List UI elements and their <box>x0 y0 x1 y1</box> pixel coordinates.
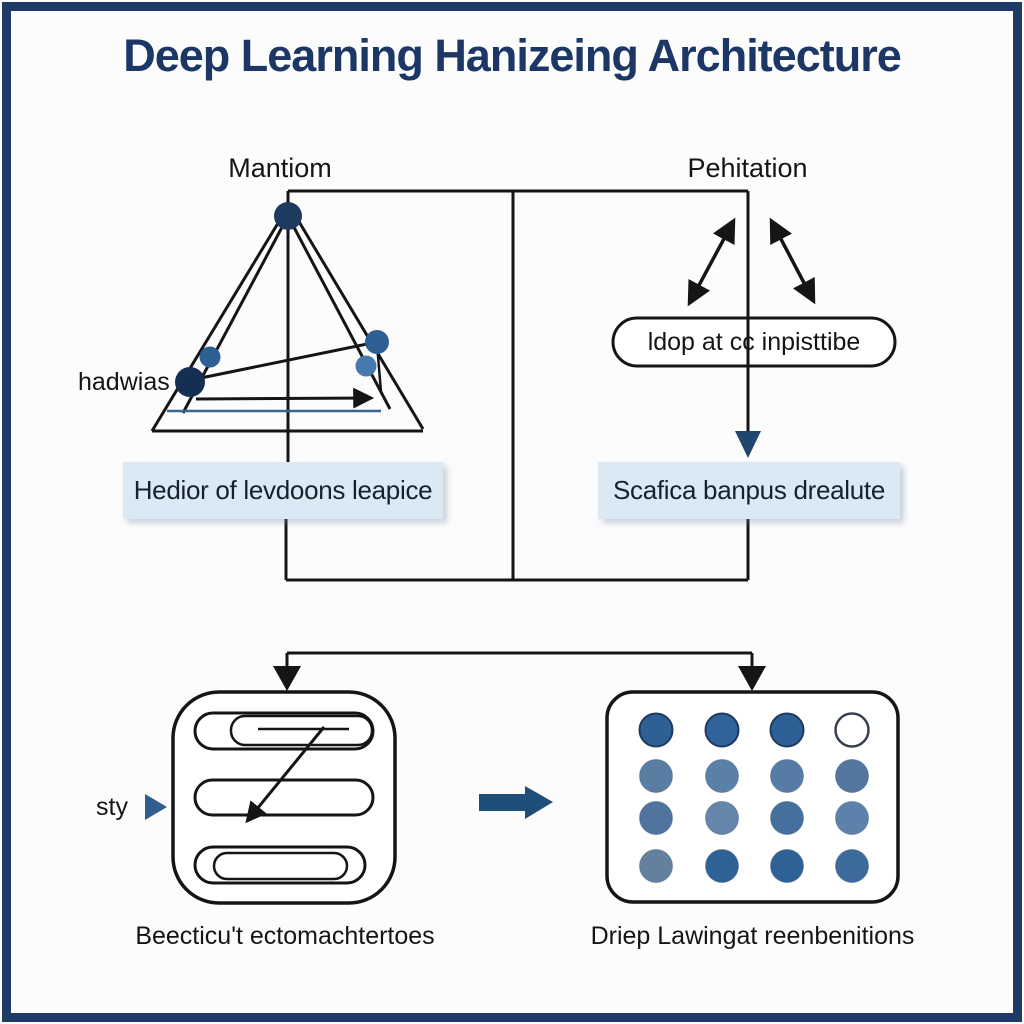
grid-dot <box>835 849 869 883</box>
grid-dot <box>704 712 740 748</box>
left-figure-caption: Beecticu't ectomachtertoes <box>135 922 435 950</box>
grid-dot <box>639 849 673 883</box>
grid-dot <box>639 801 673 835</box>
grid-dot <box>770 849 804 883</box>
grid-dot <box>705 759 739 793</box>
stadium-bar-inner <box>212 851 349 881</box>
grid-dot-empty <box>834 712 870 748</box>
grid-dot <box>705 849 739 883</box>
grid-dot <box>835 801 869 835</box>
triangle-edge <box>287 204 425 430</box>
right-upper-node <box>365 330 389 354</box>
right-result-box: Scafica banpus drealute <box>598 462 900 519</box>
double-arrow <box>769 217 816 305</box>
grid-dot <box>705 801 739 835</box>
stacked-bars-figure <box>145 690 397 905</box>
stadium-bar <box>193 778 375 817</box>
hadwias-node <box>175 367 205 397</box>
right-lower-node <box>355 355 377 377</box>
connector-bracket-bottom <box>273 651 766 691</box>
triangle-edge <box>150 204 291 432</box>
apex-node <box>274 202 302 230</box>
triangle-figure <box>150 202 425 433</box>
diagonal-arrow <box>245 726 326 824</box>
stadium-bar <box>193 845 367 885</box>
grid-dot <box>638 712 674 748</box>
right-branch-figure <box>611 191 897 458</box>
grid-dot <box>770 759 804 793</box>
down-arrowhead <box>738 666 766 691</box>
right-branch-header: Pehitation <box>687 153 808 183</box>
connector-bracket-top <box>284 189 750 582</box>
horizontal-arrow <box>195 387 375 409</box>
down-arrowhead <box>735 431 761 458</box>
grid-dot <box>639 759 673 793</box>
sty-pointer-icon <box>145 794 167 820</box>
sty-label: sty <box>96 793 128 821</box>
page-title: Deep Learning Hanizeing Architecture <box>123 30 902 81</box>
stadium-bar-inner <box>229 714 374 747</box>
right-arrow-icon <box>479 786 553 819</box>
left-small-node <box>199 346 221 368</box>
rounded-container <box>605 690 900 904</box>
hadwias-node-label: hadwias <box>78 368 170 396</box>
right-figure-caption: Driep Lawingat reenbenitions <box>590 922 915 950</box>
grid-dot <box>835 759 869 793</box>
down-arrowhead <box>273 666 301 691</box>
grid-dot <box>769 712 805 748</box>
pill-label: ldop at cc inpisttibe <box>647 327 861 356</box>
left-branch-header: Mantiom <box>228 153 332 183</box>
rounded-container <box>171 690 397 905</box>
left-result-box: Hedior of levdoons leapice <box>123 462 443 519</box>
pill-outline <box>611 316 897 368</box>
dot-grid-figure <box>605 690 900 904</box>
triangle-inner-edge <box>286 215 392 410</box>
cross-diagonal-line <box>190 340 378 382</box>
double-arrow <box>687 217 736 307</box>
grid-dot <box>770 801 804 835</box>
